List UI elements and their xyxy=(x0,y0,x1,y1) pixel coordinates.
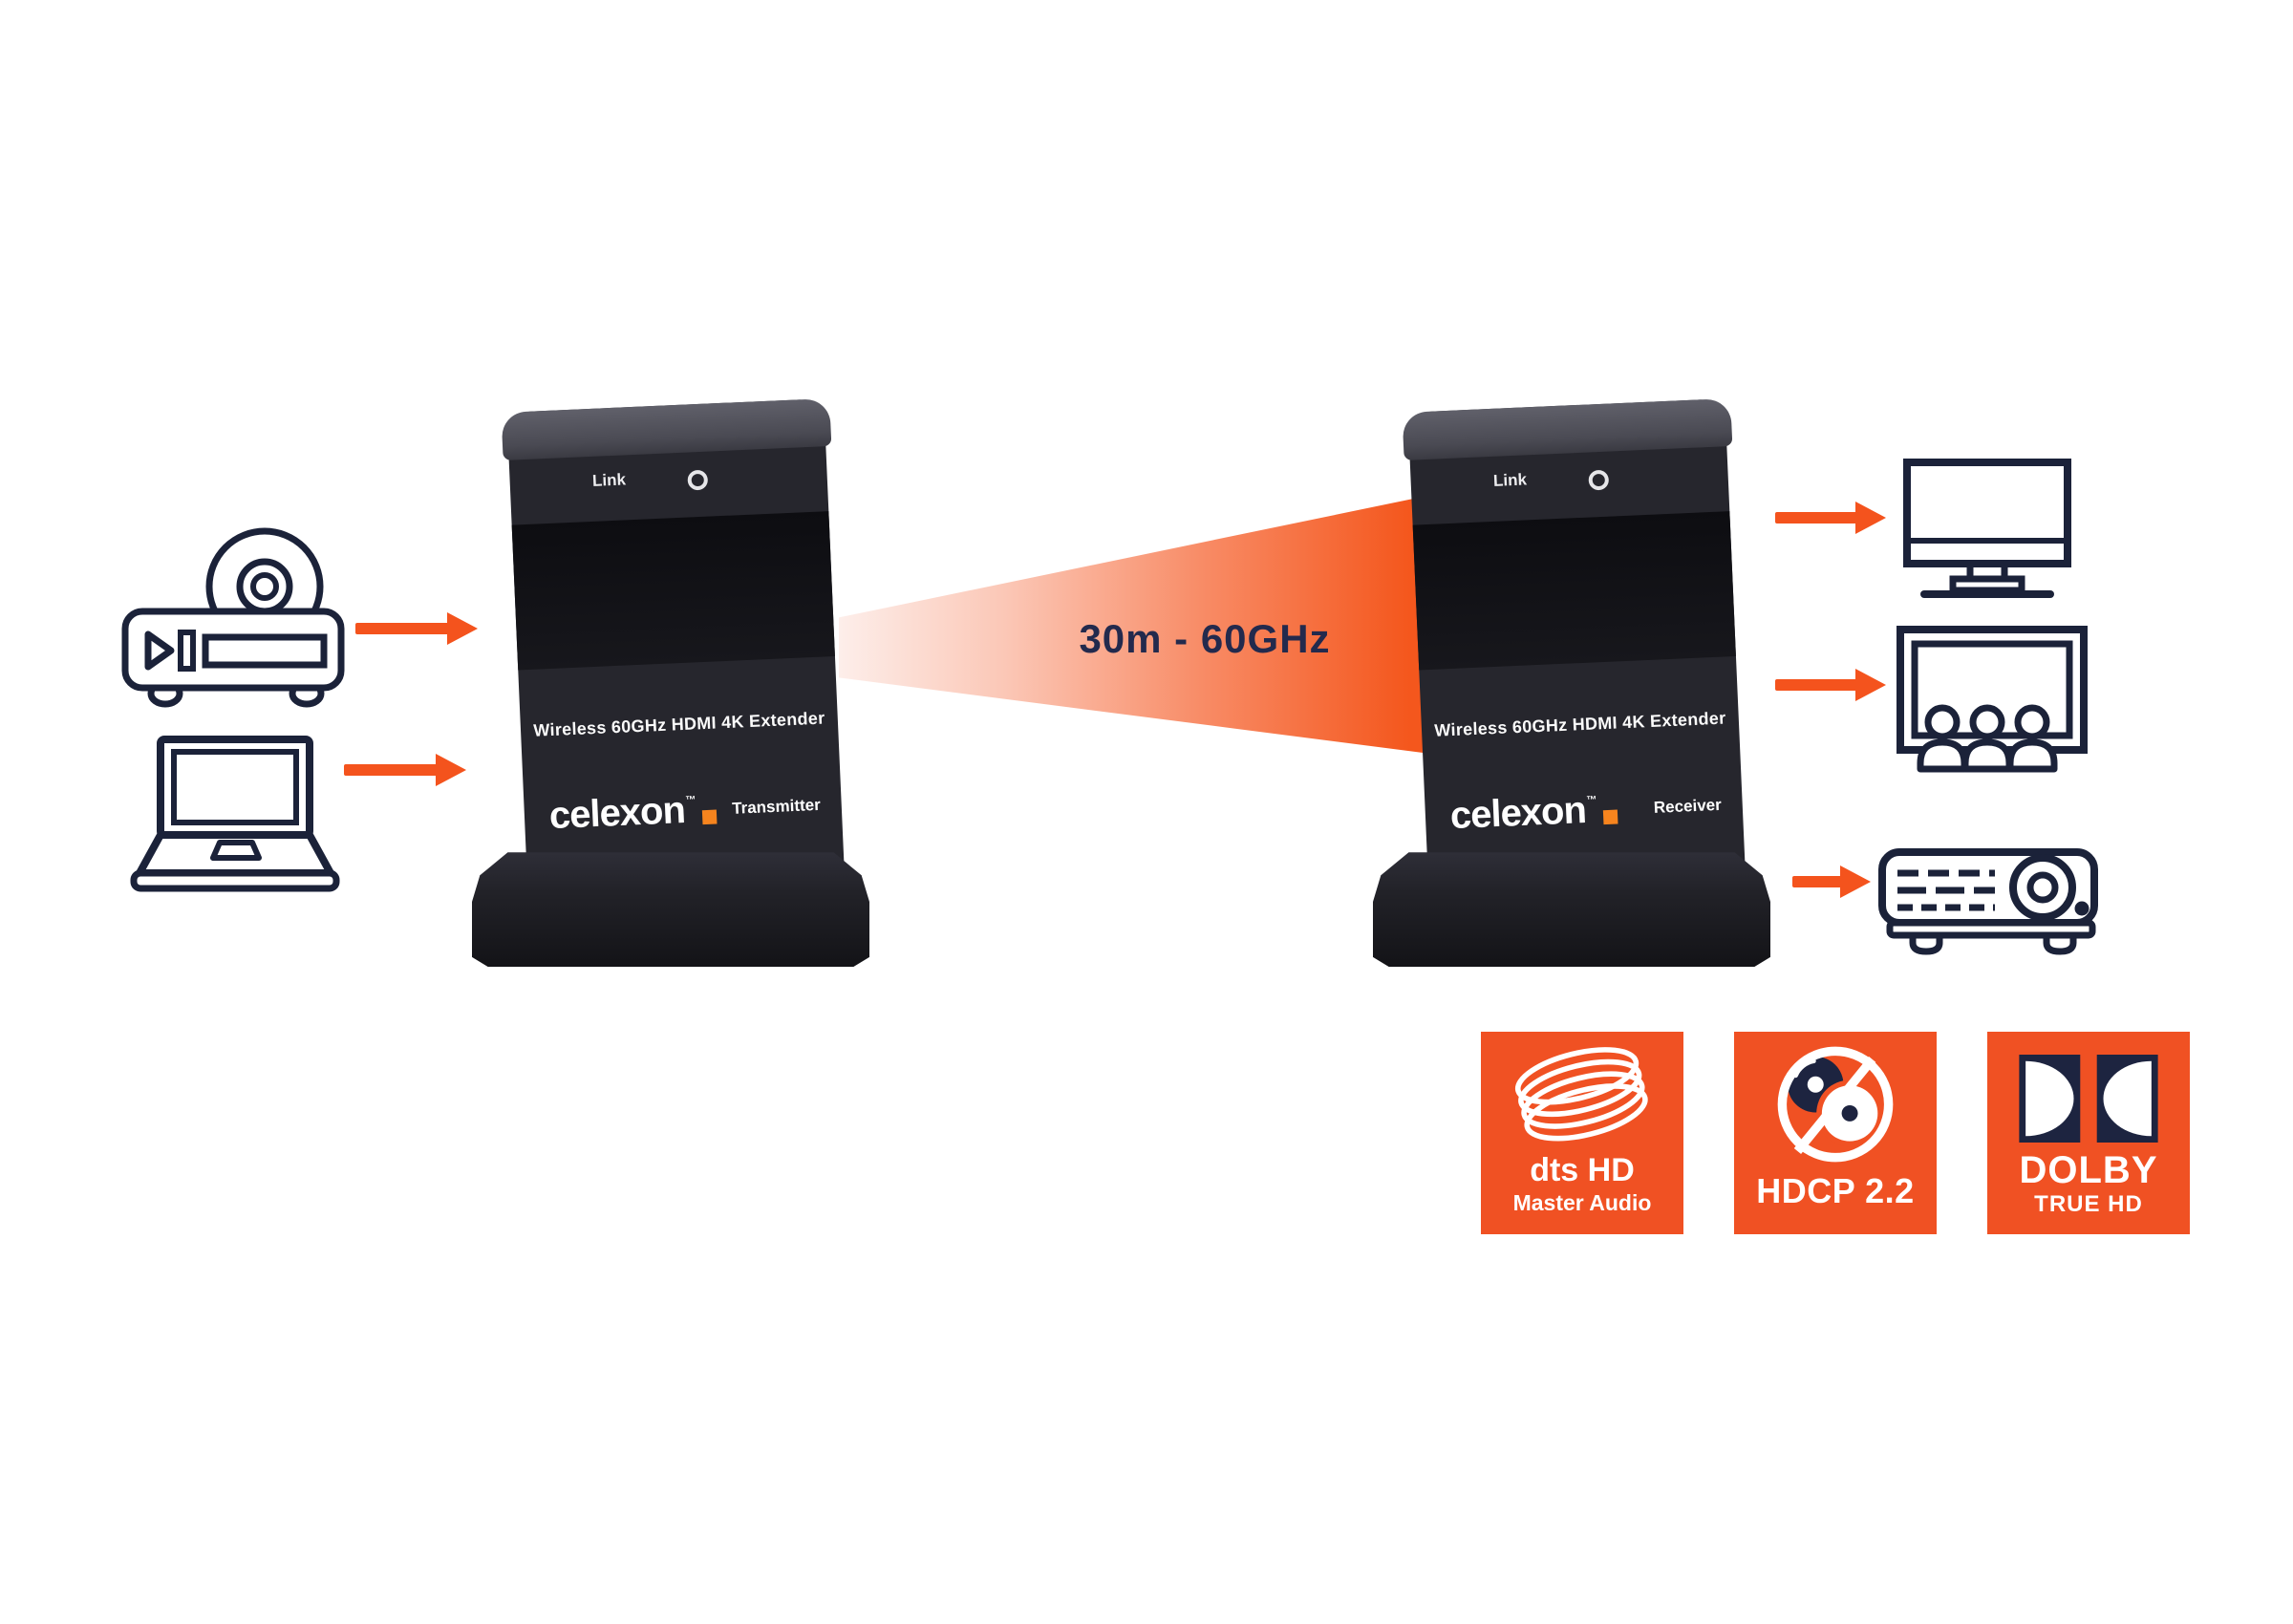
dts-rings-icon xyxy=(1514,1047,1648,1142)
badge-subtitle: Master Audio xyxy=(1512,1189,1652,1215)
trademark-symbol: ™ xyxy=(685,794,696,806)
dock-base xyxy=(472,852,869,967)
badge-title: dts HD xyxy=(1530,1152,1635,1188)
power-icon xyxy=(1588,469,1610,491)
audience-screen-icon xyxy=(1897,626,2088,773)
receiver-unit: Link Wireless 60GHz HDMI 4K Extender cel… xyxy=(1402,397,1747,929)
projector-icon xyxy=(1878,848,2098,955)
status-row: Link xyxy=(509,461,827,498)
device-top-cap xyxy=(1402,397,1733,460)
dolby-double-d-icon xyxy=(2019,1055,2158,1143)
trademark-symbol: ™ xyxy=(1586,794,1597,806)
brand-row: celexon ™ Receiver xyxy=(1449,783,1723,838)
model-label: Wireless 60GHz HDMI 4K Extender xyxy=(532,708,825,740)
flow-arrow xyxy=(355,612,478,645)
status-row: Link xyxy=(1410,461,1728,498)
antenna-window xyxy=(1412,511,1736,671)
receiver-device: Link Wireless 60GHz HDMI 4K Extender cel… xyxy=(1373,397,1770,978)
disc-player-icon xyxy=(121,527,345,708)
beam-range-label: 30m - 60GHz xyxy=(1079,616,1331,661)
brand-logo: celexon xyxy=(547,789,686,838)
badge-title: DOLBY xyxy=(2019,1149,2158,1191)
badge-dolby-true-hd: DOLBY TRUE HD xyxy=(1987,1032,2190,1234)
brand-row: celexon ™ Transmitter xyxy=(548,783,822,838)
brand-accent-square-icon xyxy=(1602,809,1618,825)
transmitter-device: Link Wireless 60GHz HDMI 4K Extender cel… xyxy=(472,397,869,978)
no-disc-icon xyxy=(1777,1046,1894,1163)
flow-arrow xyxy=(1775,502,1886,534)
flow-arrow xyxy=(1792,865,1871,898)
dock-base xyxy=(1373,852,1770,967)
badge-dts-hd: dts HD Master Audio xyxy=(1481,1032,1683,1234)
flow-arrow xyxy=(344,754,466,786)
badge-hdcp-22: HDCP 2.2 xyxy=(1734,1032,1937,1234)
flow-arrow xyxy=(1775,669,1886,701)
badge-title: HDCP 2.2 xyxy=(1756,1171,1915,1210)
brand-accent-square-icon xyxy=(701,809,718,825)
link-label: Link xyxy=(1492,470,1528,490)
badge-subtitle: TRUE HD xyxy=(2034,1191,2143,1217)
transmitter-unit: Link Wireless 60GHz HDMI 4K Extender cel… xyxy=(501,397,846,929)
monitor-icon xyxy=(1903,459,2071,598)
role-label: Transmitter xyxy=(731,795,822,818)
model-label: Wireless 60GHz HDMI 4K Extender xyxy=(1433,708,1726,740)
link-label: Link xyxy=(591,470,627,490)
antenna-window xyxy=(511,511,835,671)
brand-logo: celexon xyxy=(1448,789,1587,838)
role-label: Receiver xyxy=(1653,795,1723,817)
laptop-icon xyxy=(130,736,340,892)
power-icon xyxy=(687,469,709,491)
device-top-cap xyxy=(501,397,832,460)
